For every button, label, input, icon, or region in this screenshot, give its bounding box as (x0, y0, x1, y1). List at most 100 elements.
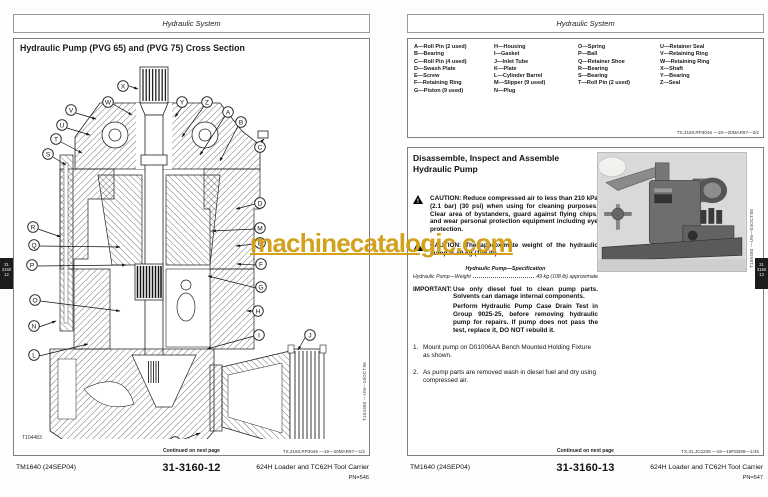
diagram-label: E (254, 237, 266, 249)
reference-code: TX,3160,RP3046 —19—20MAR97—1/2 (282, 449, 365, 454)
left-page-footer: TM1640 (24SEP04) 31-3160-12 624H Loader … (13, 462, 370, 484)
figure-side-caption: T104480 —UN—18OCT96 (362, 362, 367, 421)
legend-item: J—Inlet Tube (494, 58, 529, 65)
figure-id: T104483 (22, 435, 42, 441)
svg-text:P: P (30, 262, 34, 269)
pn-number: PN=546 (348, 475, 369, 481)
legend-column: U—Retainer Seal V—Retaining Ring W—Retai… (660, 44, 761, 95)
diagram-label: Q (28, 239, 40, 251)
procedure-step: 2. As pump parts are removed wash in die… (413, 369, 598, 385)
legend-item: W—Retaining Ring (660, 58, 710, 65)
step-number: 2. (413, 368, 419, 376)
svg-text:I: I (258, 332, 260, 339)
right-section-thumb-tab: 31 3160 13 (755, 258, 768, 289)
legend-item: H—Housing (494, 44, 526, 50)
svg-text:W: W (105, 99, 112, 106)
specification-block: Hydraulic Pump—Specification Hydraulic P… (413, 266, 598, 280)
legend-item: C—Roll Pin (4 used) (414, 58, 467, 65)
legend-item: A—Roll Pin (2 used) (414, 44, 467, 50)
tab-line: 3160 (756, 267, 767, 273)
reference-code: TX,3160,RP3046 —19—20MAR97—2/2 (676, 130, 759, 135)
legend-column: H—Housing I—Gasket J—Inlet Tube K—Plate … (494, 44, 578, 95)
diagram-label: M (254, 222, 266, 234)
diagram-label: G (255, 281, 267, 293)
diagram-label: V (65, 104, 77, 116)
continued-note: Continued on next page (163, 448, 220, 454)
tab-line: 3160 (1, 267, 12, 273)
continued-note: Continued on next page (557, 448, 614, 454)
photo-side-caption: T105480 —UN—04OCT88 (749, 209, 754, 268)
legend-item: D—Swash Plate (414, 65, 456, 72)
diagram-label: R (27, 221, 39, 233)
svg-text:N: N (32, 323, 37, 330)
diagram-label: U (56, 119, 68, 131)
legend-item: I—Gasket (494, 51, 520, 58)
left-page: Hydraulic System Hydraulic Pump (PVG 65)… (13, 14, 370, 484)
svg-text:Y: Y (180, 99, 185, 106)
important-block: IMPORTANT: Use only diesel fuel to clean… (413, 286, 598, 302)
diagram-label: W (102, 96, 114, 108)
model-name: 624H Loader and TC62H Tool Carrier (650, 464, 763, 471)
pump-photo (597, 152, 747, 272)
svg-text:L: L (32, 352, 36, 359)
spec-item: Hydraulic Pump—Weight (413, 273, 471, 280)
svg-text:Q: Q (31, 242, 36, 249)
svg-text:G: G (258, 284, 263, 291)
manual-number: TM1640 (24SEP04) (16, 464, 77, 471)
spec-title: Hydraulic Pump—Specification (465, 265, 546, 272)
left-page-title: Hydraulic Pump (PVG 65) and (PVG 75) Cro… (20, 43, 245, 53)
legend-item: G—Piston (9 used) (414, 87, 464, 94)
svg-text:J: J (308, 332, 311, 339)
diagram-label: A (222, 106, 234, 118)
diagram-label: Y (176, 96, 188, 108)
cross-section-figure-box: Hydraulic Pump (PVG 65) and (PVG 75) Cro… (13, 38, 370, 456)
spec-value: 49 kg (108 lb) approximate (536, 273, 598, 280)
diagram-label: Z (201, 96, 213, 108)
svg-text:Z: Z (205, 99, 209, 106)
diagram-label: P (26, 259, 38, 271)
svg-text:R: R (31, 224, 36, 231)
diagram-label: F (255, 258, 267, 270)
svg-text:U: U (60, 122, 65, 129)
legend-item: M—Slipper (9 used) (494, 80, 546, 87)
site-watermark: machinecatalogic.com (250, 228, 514, 258)
spec-dot-leader (472, 274, 535, 278)
parts-legend: A—Roll Pin (2 used) B—Bearing C—Roll Pin… (414, 44, 761, 95)
diagram-label: T (50, 133, 62, 145)
svg-text:V: V (69, 107, 74, 114)
page-number: 31-3160-13 (556, 462, 615, 474)
pn-number: PN=547 (742, 475, 763, 481)
important-text: Perform Hydraulic Pump Case Drain Test i… (453, 303, 598, 334)
diagram-label: N (28, 320, 40, 332)
right-page-footer: TM1640 (24SEP04) 31-3160-13 624H Loader … (407, 462, 764, 484)
svg-text:!: ! (417, 245, 419, 251)
step-text: As pump parts are removed wash in diesel… (423, 368, 596, 384)
diagram-label: K (170, 436, 180, 439)
legend-item: N—Plug (494, 87, 516, 94)
svg-text:M: M (257, 225, 262, 232)
svg-text:!: ! (417, 198, 419, 204)
svg-text:S: S (46, 151, 51, 158)
step-number: 1. (413, 344, 419, 352)
svg-text:F: F (259, 261, 263, 268)
warning-triangle-icon: ! (413, 195, 423, 204)
svg-text:D: D (258, 200, 263, 207)
legend-item: Y—Bearing (660, 73, 690, 80)
caution-block: ! CAUTION: Reduce compressed air to less… (413, 195, 598, 234)
legend-item: O—Spring (578, 44, 606, 50)
diagram-label: L (28, 349, 40, 361)
svg-text:E: E (258, 240, 263, 247)
warning-triangle-icon: ! (413, 241, 423, 251)
legend-item: S—Bearing (578, 73, 608, 80)
manual-number: TM1640 (24SEP04) (410, 464, 471, 471)
caution-block: ! CAUTION: The approximate weight of the… (413, 241, 598, 258)
section-heading: Disassemble, Inspect and Assemble Hydrau… (413, 153, 560, 174)
procedure-step: 1. Mount pump on D01006AA Bench Mounted … (413, 344, 598, 360)
diagram-label: I (253, 329, 265, 341)
legend-item: Z—Seal (660, 80, 681, 87)
right-running-header: Hydraulic System (407, 14, 764, 33)
svg-text:O: O (32, 297, 37, 304)
diagram-label: X (117, 80, 129, 92)
legend-box: A—Roll Pin (2 used) B—Bearing C—Roll Pin… (407, 38, 764, 138)
tab-line: 31 (759, 262, 764, 267)
